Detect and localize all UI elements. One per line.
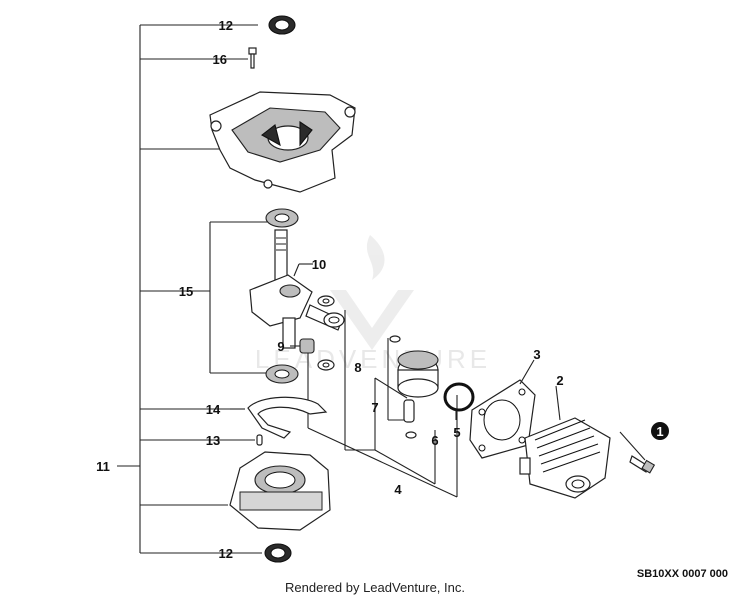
callout-14: 14 <box>206 402 221 417</box>
crankshaft <box>249 229 345 349</box>
piston-ring <box>443 382 475 412</box>
cylinder-bolt <box>629 455 656 474</box>
oil-seal-top <box>268 15 296 35</box>
bracket-4 <box>307 310 458 498</box>
cylinder-gasket <box>469 379 536 459</box>
dowel-pin <box>256 434 263 446</box>
callout-8: 8 <box>354 360 361 375</box>
callout-3: 3 <box>533 347 540 362</box>
callout-10: 10 <box>312 257 326 272</box>
callout-labels: 12 16 10 15 9 8 7 6 5 3 2 1 14 13 11 4 1… <box>96 18 669 561</box>
rendered-by-credit: Rendered by LeadVenture, Inc. <box>285 580 465 595</box>
oil-seal-bottom <box>264 543 292 563</box>
callout-15: 15 <box>179 284 193 299</box>
callout-13: 13 <box>206 433 220 448</box>
callout-12-top: 12 <box>219 18 233 33</box>
callout-5: 5 <box>453 425 460 440</box>
piston <box>397 350 439 398</box>
v-logo-icon <box>330 290 414 350</box>
bracket-15 <box>209 221 268 374</box>
callout-11: 11 <box>96 459 110 474</box>
callout-7: 7 <box>371 400 378 415</box>
callout-12-bottom: 12 <box>219 546 233 561</box>
retaining-plate <box>247 396 328 439</box>
circlip-upper <box>389 335 401 343</box>
needle-bearing <box>299 338 315 354</box>
callout-1: 1 <box>656 424 663 439</box>
callout-16: 16 <box>213 52 227 67</box>
crankcase-lower <box>229 451 331 531</box>
diagram-code: SB10XX 0007 000 <box>636 568 728 580</box>
cylinder <box>519 417 611 499</box>
thrust-washers <box>317 295 335 371</box>
leadventure-watermark: LEADVENTURE <box>255 235 487 374</box>
callout-1-badge: 1 <box>651 422 669 440</box>
bearing-upper <box>265 208 299 228</box>
crankcase-upper <box>209 91 356 193</box>
callout-leaders <box>225 263 646 461</box>
callout-4: 4 <box>394 482 402 497</box>
bearing-lower <box>265 364 299 384</box>
callout-2: 2 <box>556 373 563 388</box>
callout-6: 6 <box>431 433 438 448</box>
callout-9: 9 <box>277 339 284 354</box>
flame-icon <box>366 235 385 280</box>
piston-pin <box>403 399 415 423</box>
circlip-lower <box>405 431 417 439</box>
bolt-16 <box>248 47 257 69</box>
